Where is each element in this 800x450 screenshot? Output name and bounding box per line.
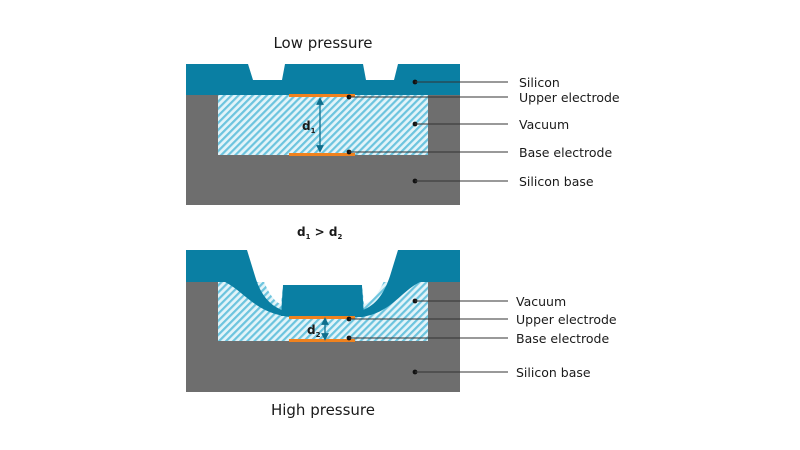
vacuum-cavity-top <box>218 95 428 155</box>
labels-bottom: Vacuum Upper electrode Base electrode Si… <box>516 294 617 380</box>
label-base-electrode: Base electrode <box>519 145 612 160</box>
low-pressure-sensor: d1 <box>186 64 460 205</box>
label-vacuum: Vacuum <box>519 117 569 132</box>
silicon-membrane-bottom <box>186 250 460 317</box>
base-electrode-bottom <box>289 339 355 342</box>
label-silicon: Silicon <box>519 75 560 90</box>
label-base-electrode-b: Base electrode <box>516 331 609 346</box>
low-pressure-title: Low pressure <box>273 34 372 52</box>
high-pressure-sensor: d2 <box>186 250 460 392</box>
high-pressure-title: High pressure <box>271 401 375 419</box>
label-silicon-base: Silicon base <box>519 174 594 189</box>
label-vacuum-b: Vacuum <box>516 294 566 309</box>
comparison-d1-gt-d2: d1 > d2 <box>297 225 342 241</box>
membrane-recess <box>252 250 394 304</box>
gap-label-d1: d1 <box>302 119 316 135</box>
labels-top: Silicon Upper electrode Vacuum Base elec… <box>519 75 620 189</box>
silicon-layer-top <box>186 64 460 95</box>
label-silicon-base-b: Silicon base <box>516 365 591 380</box>
upper-electrode-bottom <box>289 316 355 319</box>
upper-electrode-top <box>289 94 355 97</box>
leaders-bottom <box>346 298 508 375</box>
silicon-boss-bottom <box>281 285 364 316</box>
gap-label-d2: d2 <box>307 323 321 339</box>
leaders-top <box>346 79 508 184</box>
label-upper-electrode: Upper electrode <box>519 90 620 105</box>
label-upper-electrode-b: Upper electrode <box>516 312 617 327</box>
base-electrode-top <box>289 153 355 156</box>
